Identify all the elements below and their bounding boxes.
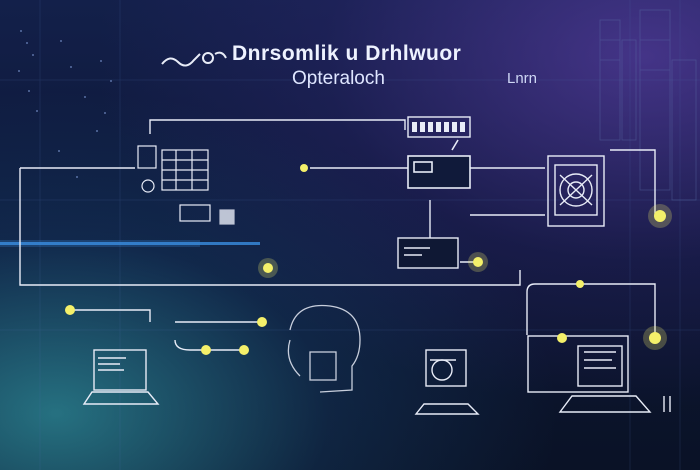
signal-node [300,164,308,172]
cpu-chip-icon [547,155,605,227]
connector-far-right [610,149,656,215]
monitor-icon [407,139,471,189]
head-profile-icon [287,304,361,393]
signal-node [654,210,666,222]
signal-node [201,345,211,355]
laptop-icon [414,349,480,415]
signal-node [65,305,75,315]
signal-node [263,263,273,273]
connector-lower-right [526,283,656,340]
connector-lower-left [70,309,151,322]
connector-top [149,119,406,134]
connector-lower-mid [174,339,245,351]
signal-node [257,317,267,327]
server-cluster-icon [137,145,235,225]
server-rack-icon [407,116,471,138]
laptop-icon [82,349,160,405]
signal-node [649,332,661,344]
signal-node [473,257,483,267]
signal-node [557,333,567,343]
connector-left-loop [19,168,521,286]
title-subheading: Opteraloch [292,68,385,89]
signal-nodes [65,164,666,355]
title-heading: Dnrsomlik u Drhlwuor [232,42,462,65]
laptop-icon [527,335,671,413]
signal-node [239,345,249,355]
title-tag: Lnrn [507,70,538,87]
logo-mark-icon [161,51,227,67]
database-icon [397,237,459,269]
signal-node [576,280,584,288]
